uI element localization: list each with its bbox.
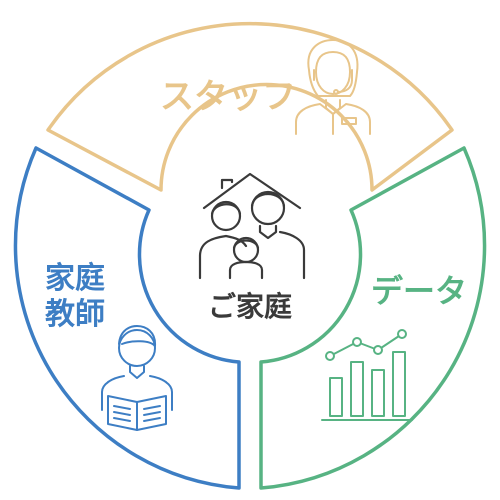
tutor-segment (13, 146, 241, 490)
staff-segment (46, 21, 454, 192)
data-segment (259, 146, 487, 490)
tutor-reading-book-icon (101, 325, 173, 431)
data-chart-icon (321, 329, 413, 421)
center-label: ご家庭 (208, 290, 292, 323)
tutor-label-line1: 家庭 (45, 261, 105, 296)
family-house-icon (198, 172, 306, 280)
staff-label: スタッフ (160, 77, 296, 117)
tutor-label-line2: 教師 (45, 297, 105, 332)
data-label: データ (371, 272, 467, 310)
staff-headset-person-icon (295, 39, 371, 135)
